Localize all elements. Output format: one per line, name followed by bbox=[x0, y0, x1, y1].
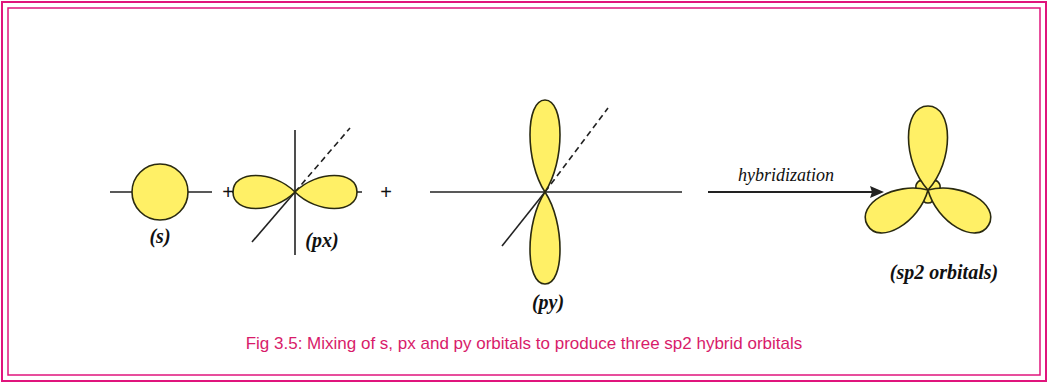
orbital-label: (sp2 orbitals) bbox=[890, 261, 998, 283]
plus-sign: + bbox=[222, 181, 234, 203]
reaction-arrow bbox=[708, 186, 884, 198]
orbital-label: (s) bbox=[149, 225, 170, 247]
orbital-lobes bbox=[132, 100, 998, 284]
inner-frame bbox=[8, 8, 1040, 375]
orbital-label: (py) bbox=[532, 291, 564, 313]
orbital-label: (px) bbox=[305, 229, 338, 251]
axes bbox=[110, 108, 682, 255]
plus-sign: + bbox=[380, 181, 392, 203]
arrow-label: hybridization bbox=[738, 166, 834, 186]
figure-caption: Fig 3.5: Mixing of s, px and py orbitals… bbox=[246, 334, 803, 354]
